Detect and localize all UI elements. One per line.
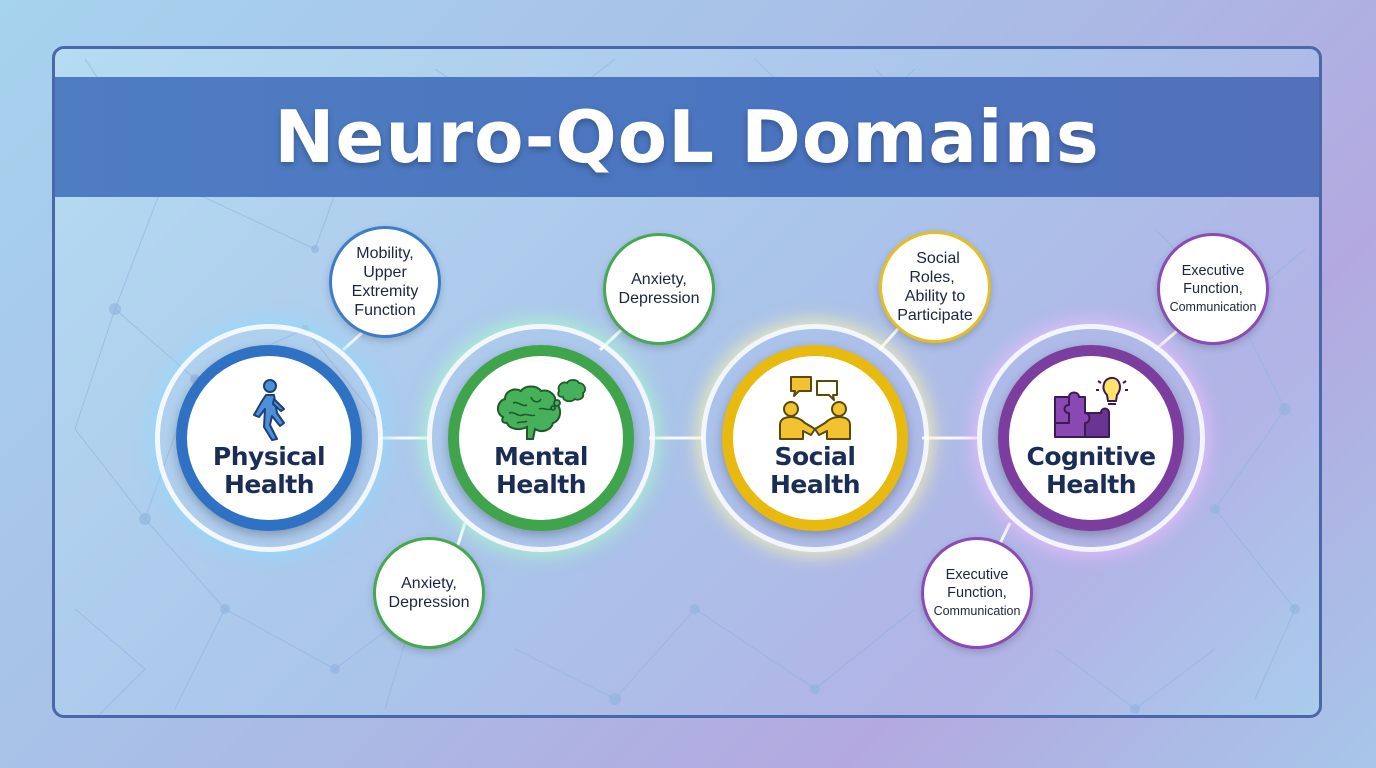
mental-health-hub: Mental Health: [448, 345, 634, 531]
mental-health-label-line2: Health: [495, 470, 587, 499]
domain-physical-health: Physical Health: [155, 324, 383, 552]
mental-health-bubble-1: Anxiety, Depression: [603, 233, 715, 345]
physical-health-label-line2: Health: [223, 470, 315, 499]
social-health-label-line1: Social: [774, 442, 856, 471]
cognitive-health-hub: Cognitive Health: [998, 345, 1184, 531]
physical-health-bubble-1: Mobility, Upper Extremity Function: [329, 226, 441, 338]
social-health-hub: Social Health: [722, 345, 908, 531]
people-handshake-icon: [777, 376, 853, 441]
physical-health-label-line1: Physical: [212, 442, 326, 471]
title-banner: Neuro-QoL Domains: [55, 77, 1319, 197]
page-title: Neuro-QoL Domains: [274, 95, 1100, 179]
puzzle-lightbulb-icon: [1051, 376, 1131, 441]
domain-social-health: Social Health: [701, 324, 929, 552]
cognitive-health-bubble-1-text: Executive Function, Communication: [1169, 263, 1257, 314]
physical-health-hub: Physical Health: [176, 345, 362, 531]
cognitive-health-label-line2: Health: [1045, 470, 1137, 499]
mental-health-bubble-1-text: Anxiety, Depression: [618, 271, 700, 307]
social-health-bubble-1: Social Roles, Ability to Participate: [879, 231, 991, 343]
physical-health-bubble-1-text: Mobility, Upper Extremity Function: [351, 245, 419, 319]
brain-thought-icon: [493, 377, 589, 441]
domain-mental-health: Mental Health: [427, 324, 655, 552]
cognitive-health-label-line1: Cognitive: [1026, 442, 1156, 471]
mental-health-label-line1: Mental: [493, 442, 589, 471]
mental-health-bubble-2-text: Anxiety, Depression: [388, 575, 470, 611]
walking-person-icon: [244, 377, 294, 441]
cognitive-health-bubble-1: Executive Function, Communication: [1157, 233, 1269, 345]
mental-health-bubble-2: Anxiety, Depression: [373, 537, 485, 649]
domain-cognitive-health: Cognitive Health: [977, 324, 1205, 552]
diagram-frame: Neuro-QoL Domains: [52, 46, 1322, 718]
social-health-bubble-1-text: Social Roles, Ability to Participate: [897, 250, 973, 324]
cognitive-health-bubble-2-text: Executive Function, Communication: [933, 567, 1021, 618]
cognitive-health-bubble-2: Executive Function, Communication: [921, 537, 1033, 649]
social-health-label-line2: Health: [769, 470, 861, 499]
